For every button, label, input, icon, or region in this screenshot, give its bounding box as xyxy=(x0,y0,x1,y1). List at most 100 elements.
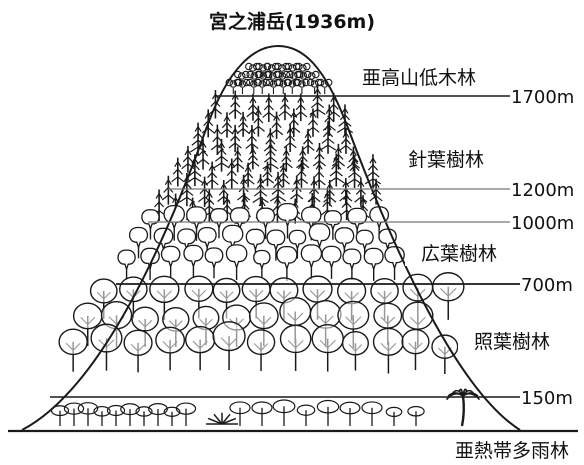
rainforest-tree xyxy=(272,399,296,426)
rainforest-crown xyxy=(316,399,340,414)
conifer-branch xyxy=(207,171,218,179)
conifer-branch xyxy=(218,141,226,149)
conifer-branch xyxy=(249,147,257,155)
conifer-branch xyxy=(354,196,368,203)
conifer-branch xyxy=(174,160,182,167)
rainforest-crown xyxy=(361,401,383,415)
conifer-branch xyxy=(274,174,282,182)
elevation-label-700: 700m xyxy=(521,275,573,296)
shrub-leaf xyxy=(259,64,267,72)
evergreen-crown xyxy=(401,328,430,355)
broadleaf-crown xyxy=(245,228,266,252)
alpine-shrub xyxy=(255,62,271,78)
conifer-branch xyxy=(301,144,315,151)
palm-tree xyxy=(445,388,481,427)
evergreen-crown xyxy=(58,328,88,356)
conifer-branch xyxy=(282,149,290,156)
broadleaf-crown xyxy=(276,203,299,229)
conifer-branch xyxy=(253,190,268,197)
evergreen-crown xyxy=(370,278,399,304)
conifer-branch xyxy=(232,156,243,163)
mountain-outline xyxy=(21,44,521,431)
broadleaf-crown xyxy=(276,246,298,271)
evergreen-tree xyxy=(246,329,276,371)
conifer-branch xyxy=(236,127,250,134)
fern-plant xyxy=(206,412,238,425)
conifer-tree xyxy=(279,146,293,171)
conifer-tree xyxy=(161,175,175,205)
conifer-branch xyxy=(279,162,293,169)
conifer-branch xyxy=(163,186,174,193)
conifer-tree xyxy=(228,90,242,119)
shrub-leaf xyxy=(229,80,238,88)
broadleaf-crown xyxy=(141,209,160,231)
conifer-tree xyxy=(283,124,297,153)
conifer-branch xyxy=(220,128,234,135)
rainforest-crown xyxy=(77,402,99,415)
rainforest-crown xyxy=(63,402,85,415)
shrub-leaf xyxy=(303,62,311,71)
evergreen-tree xyxy=(212,321,246,371)
conifer-branch xyxy=(276,178,291,185)
conifer-branch xyxy=(369,156,377,164)
conifer-tree xyxy=(220,112,234,138)
conifer-branch xyxy=(201,179,209,186)
conifer-branch xyxy=(349,164,360,172)
conifer-branch xyxy=(331,163,342,170)
conifer-branch xyxy=(299,149,307,156)
zone-label-bg xyxy=(405,240,513,266)
conifer-branch xyxy=(266,131,274,138)
broadleaf-tree xyxy=(276,246,298,281)
broadleaf-tree xyxy=(117,249,136,280)
rainforest-tree xyxy=(63,402,85,426)
conifer-branch xyxy=(189,200,197,207)
rainforest-tree xyxy=(296,404,316,426)
conifer-branch xyxy=(171,176,185,183)
conifer-branch xyxy=(314,153,325,160)
conifer-branch xyxy=(216,148,227,156)
conifer-tree xyxy=(262,93,276,122)
conifer-branch xyxy=(198,150,209,157)
conifer-branch xyxy=(312,179,326,186)
shrub-leaf xyxy=(255,62,263,71)
broadleaf-tree xyxy=(384,246,405,281)
shrub-leaf xyxy=(306,78,315,87)
conifer-tree xyxy=(251,105,265,137)
evergreen-crown xyxy=(373,302,403,329)
conifer-branch xyxy=(347,171,362,178)
rainforest-crown xyxy=(93,405,111,417)
zone-label-broadleaf: 広葉樹林 xyxy=(421,243,497,265)
evergreen-tree xyxy=(431,272,465,320)
palm-trunk xyxy=(460,395,465,427)
broadleaf-crown xyxy=(204,247,224,270)
rainforest-tree xyxy=(120,403,140,426)
conifer-branch xyxy=(246,135,257,142)
fern-frond xyxy=(213,413,223,425)
elevation-label-1200: 1200m xyxy=(511,180,574,201)
evergreen-crown xyxy=(311,324,344,354)
conifer-branch xyxy=(161,194,175,201)
rainforest-tree xyxy=(93,405,111,426)
evergreen-crown xyxy=(72,302,103,330)
conifer-branch xyxy=(205,179,219,186)
broadleaf-crown xyxy=(256,207,276,230)
shrub-leaf xyxy=(262,78,271,87)
shrub-leaf xyxy=(249,64,257,72)
shrub-leaf xyxy=(242,78,251,87)
rainforest-tree xyxy=(135,406,153,426)
shrub-leaf xyxy=(265,78,274,87)
conifer-branch xyxy=(262,111,276,118)
conifer-branch xyxy=(237,194,251,201)
conifer-branch xyxy=(346,162,361,169)
rainforest-tree xyxy=(50,405,70,426)
shrub-leaf xyxy=(298,80,306,88)
evergreen-crown xyxy=(279,297,312,327)
evergreen-tree xyxy=(279,324,312,371)
conifer-branch xyxy=(218,189,229,196)
broadleaf-crown xyxy=(308,223,331,249)
conifer-branch xyxy=(343,193,351,201)
conifer-branch xyxy=(369,195,383,202)
shrub-leaf xyxy=(295,62,303,71)
conifer-tree xyxy=(262,139,279,173)
broadleaf-crown xyxy=(117,249,136,272)
